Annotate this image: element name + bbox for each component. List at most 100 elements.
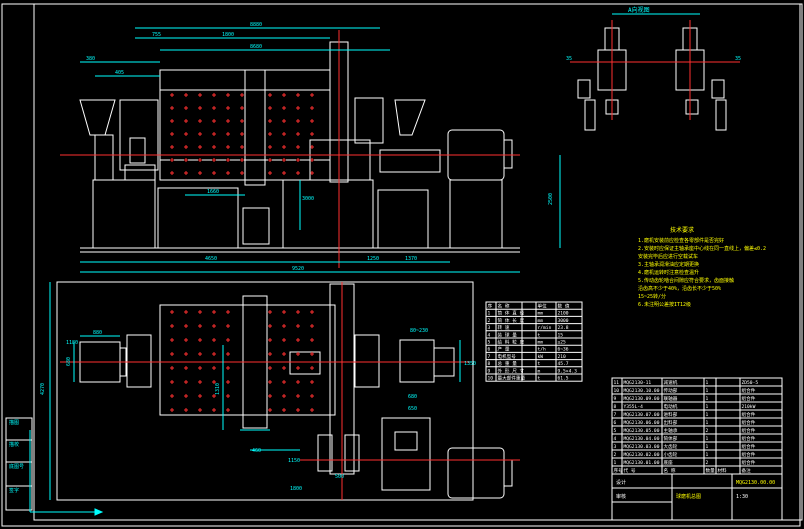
title-block-cell: 材料 [718, 467, 728, 474]
title-block-cell: 1 [706, 452, 709, 458]
title-block-cell: 大齿轮 [664, 443, 678, 450]
title-block-cell: 组合件 [742, 419, 756, 426]
title-block-cell: MQG2130.03.00 [624, 444, 660, 450]
shell-liner-marks [170, 93, 314, 175]
title-block-cell: 代 号 [624, 467, 636, 474]
param-cell: 3000 [558, 318, 569, 324]
detail-center-lines [570, 20, 740, 120]
plan-dim-motor-w: 880 [93, 330, 102, 336]
margin-label-box [5, 417, 33, 511]
detail-view-a: A向视图 35 35 [566, 6, 741, 131]
param-cell: t [538, 332, 541, 338]
title-block-cell: 4 [614, 436, 617, 442]
param-cell: m [538, 369, 541, 374]
title-block-cell: 1 [706, 388, 709, 394]
notes-line-2: 安装完毕后应进行空载试车 [638, 253, 698, 260]
param-cell: 6 [488, 347, 491, 353]
dim-top-overall: 8880 [250, 22, 262, 28]
param-cell: t [538, 376, 541, 382]
elevation-dimension-lines [80, 27, 561, 273]
dim-bottom-3: 1370 [405, 256, 417, 262]
title-block-cell: 7 [614, 412, 617, 418]
param-cell: 总 重 量 [498, 360, 518, 367]
title-block-cell: 数量 [706, 467, 716, 474]
notes-line-5: 5.传动齿轮啮合间隙应符合要求，齿面接触 [638, 277, 734, 284]
title-block-drawing-number: MQG2130.00.00 [736, 480, 775, 486]
detail-dim-left: 35 [566, 56, 572, 62]
title-block-cell: 2 [706, 460, 709, 466]
title-block-cell: 减速机 [664, 379, 678, 386]
title-block-cell: 1 [706, 404, 709, 410]
title-block-cell: 组合件 [742, 435, 756, 442]
title-block-cell: 8 [614, 404, 617, 410]
title-block-cell: Y355L-4 [624, 404, 644, 410]
dim-mid-2: 3000 [302, 196, 314, 202]
param-cell: 61.5 [558, 376, 569, 382]
title-block-cell: 1 [706, 412, 709, 418]
title-block-cell: 底座 [664, 459, 674, 466]
title-block-cell: 名 称 [664, 467, 676, 474]
title-block-cell: 组合件 [742, 459, 756, 466]
plan-dim-bottom-2: 1150 [288, 458, 300, 464]
ucs-icon [29, 430, 104, 516]
technical-notes: 技术要求 1.磨机安装前应检查各零部件是否完好 2.安装时应保证主轴承座中心线在… [638, 226, 766, 308]
param-cell: 最大部件重量 [498, 375, 526, 382]
title-block-cell: 3 [614, 444, 617, 450]
param-cell: 9.5×4.3 [558, 368, 578, 374]
title-block-cell: 组合件 [742, 411, 756, 418]
param-cell: 15 [558, 332, 564, 338]
foundation-blocks [80, 179, 520, 253]
margin-label-a: 描图 [9, 419, 19, 426]
param-cell: 筒 体 直 径 [498, 310, 525, 317]
title-block-cell: 210kW [742, 404, 756, 410]
notes-title: 技术要求 [670, 226, 694, 234]
title-block-cell: 出料部 [664, 419, 678, 426]
dim-top-c: 8680 [250, 44, 262, 50]
title-block-cell: 1 [706, 420, 709, 426]
title-block-product-name: 球磨机总图 [676, 493, 701, 500]
plan-dim-right-4: 650 [408, 406, 417, 412]
param-cell: 单位 [538, 303, 548, 310]
title-block-cell: 2 [706, 428, 709, 434]
title-block-cell: 筒体部 [664, 435, 678, 442]
param-cell: 4 [488, 332, 491, 338]
param-cell: 转 速 [498, 324, 510, 331]
notes-line-7: 15~25转/分 [638, 293, 666, 300]
title-block-cell: 备注 [742, 467, 752, 474]
plan-outline [56, 281, 474, 501]
plan-dim-bottom-4: 1800 [290, 486, 302, 492]
param-cell: 2 [488, 318, 491, 324]
plan-view: 4270 880 680 1180 80~230 1350 680 650 46… [40, 281, 520, 501]
plan-dim-right-2: 1350 [464, 361, 476, 367]
margin-label-texts: 描图 描校 底图号 签字 [9, 419, 24, 494]
title-block-cell: 组合件 [742, 395, 756, 402]
param-cell: kW [538, 354, 544, 360]
dim-top-b: 1800 [222, 32, 234, 38]
notes-line-8: 6.未注明公差按IT12级 [638, 301, 691, 308]
param-cell: 给 料 粒 度 [498, 339, 525, 346]
title-block-cell: 进料部 [664, 411, 678, 418]
dim-bottom-overall: 9520 [292, 266, 304, 272]
title-block-scale: 1:30 [736, 494, 748, 500]
dim-mid-1: 1660 [207, 189, 219, 195]
dim-bottom-2: 1250 [367, 256, 379, 262]
param-cell: mm [538, 341, 544, 346]
param-cell: mm [538, 312, 544, 317]
title-block-cell: MQG2130.02.00 [624, 452, 660, 458]
title-block-cell: 组合件 [742, 387, 756, 394]
param-cell: 产 量 [498, 346, 510, 353]
param-cell: 名 称 [498, 303, 510, 310]
title-block-cell: MQG2130.07.00 [624, 412, 660, 418]
plan-dim-right-3: 680 [408, 394, 417, 400]
front-elevation-view: 8880 755 1800 8680 380 405 4650 1250 137… [60, 22, 561, 273]
plan-dim-bottom-3: 500 [335, 474, 344, 480]
param-cell: 7 [488, 354, 491, 360]
title-block-cell: 序号 [614, 467, 624, 474]
title-block-cell: MQG2130.10.00 [624, 388, 660, 394]
margin-label-d: 签字 [9, 487, 19, 494]
elevation-dimension-texts: 8880 755 1800 8680 380 405 4650 1250 137… [86, 22, 554, 272]
plan-dim-right-1: 80~230 [410, 328, 428, 334]
plan-center-lines [60, 282, 520, 500]
param-cell: t [538, 361, 541, 367]
